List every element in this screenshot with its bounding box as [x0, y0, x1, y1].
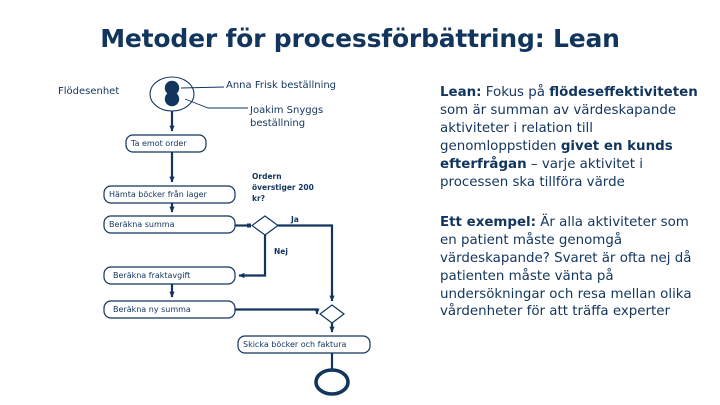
text-emphasis: flödeseffektiviteten [549, 85, 698, 100]
text-run: Är alla aktiviteter som en patient måste… [440, 214, 692, 320]
activity-label-hamta: Hämta böcker från lager [109, 190, 207, 199]
paragraph-lean: Lean: Fokus på flödeseffektiviteten som … [440, 84, 698, 192]
text-run: Fokus på [481, 85, 550, 100]
activity-label-skicka: Skicka böcker och faktura [243, 340, 347, 349]
branch-label-nej: Nej [274, 247, 288, 256]
flow-unit-blob-1 [164, 80, 180, 96]
decision-diamond-1[interactable] [250, 215, 280, 236]
flow-connectors [169, 111, 335, 370]
activity-label-berakna-fraktavgift: Beräkna fraktavgift [113, 271, 191, 280]
branch-label-ja: Ja [291, 215, 299, 224]
flowchart-svg [103, 76, 371, 396]
text-emphasis: Ett exempel: [440, 214, 536, 230]
flow-unit-label: Flödesenhet [58, 86, 120, 97]
activity-box-hamta[interactable] [103, 185, 236, 204]
activity-box-berakna-fraktavgift[interactable] [103, 266, 236, 285]
explanation-text-column: Lean: Fokus på flödeseffektiviteten som … [440, 84, 698, 321]
start-node [149, 76, 195, 112]
callout-leader-lines [180, 86, 248, 109]
activity-label-berakna-summa: Beräkna summa [109, 220, 175, 229]
callout-joakim-snyggs: Joakim Snyggs beställning [250, 105, 324, 129]
callout-anna-frisk: Anna Frisk beställning [226, 80, 337, 91]
flow-unit-blob-2 [164, 91, 180, 107]
activity-label-ta-emot: Ta emot order [131, 139, 187, 148]
page-title: Metoder för processförbättring: Lean [100, 24, 620, 53]
flowchart-diagram: Flödesenhet Anna Frisk beställning Joaki… [58, 76, 371, 396]
text-emphasis: Lean: [440, 85, 482, 100]
text-run: som är summan av värdeskapande aktivitet… [440, 102, 677, 154]
text-emphasis: givet en kunds efterfrågan [440, 138, 673, 172]
end-node [314, 368, 350, 396]
activity-box-ta-emot[interactable] [125, 134, 207, 153]
activity-box-skicka[interactable] [237, 335, 371, 354]
text-run: – varje aktivitet i processen ska tillfö… [440, 156, 643, 190]
decision-merge-node[interactable] [319, 304, 345, 324]
decision-question-label: Ordern överstiger 200 kr? [252, 172, 314, 203]
activity-label-berakna-ny-summa: Beräkna ny summa [113, 305, 191, 314]
paragraph-exempel: Ett exempel: Är alla aktiviteter som en … [440, 214, 698, 322]
